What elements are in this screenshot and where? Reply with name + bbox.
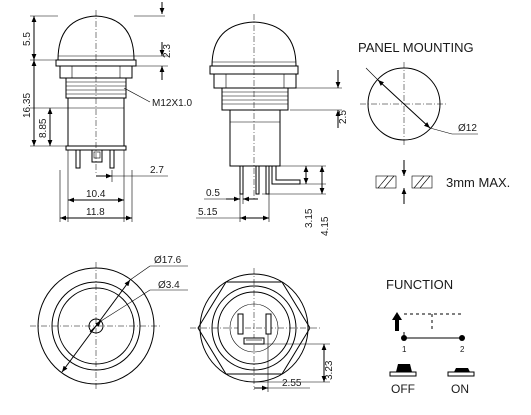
front-view: 2.5 0.5 5.15 3.15 4.15 xyxy=(196,14,349,236)
contact-2 xyxy=(459,335,465,341)
panel-hole-dia: Ø12 xyxy=(458,123,477,134)
front-pin-a xyxy=(239,165,244,195)
pin-label-1: 1 xyxy=(402,345,407,354)
bottom-view: 3.23 2.55 xyxy=(190,268,335,392)
side-pin-left xyxy=(75,149,81,169)
front-pin-b xyxy=(255,165,260,195)
actuator-arrow-icon xyxy=(392,312,402,331)
panel-title: PANEL MOUNTING xyxy=(358,40,474,55)
bottom-pin-right xyxy=(265,313,272,335)
pin-label-2: 2 xyxy=(460,345,465,354)
front-pin-c xyxy=(265,165,270,195)
bottom-pin-center xyxy=(243,337,265,345)
panel-thickness: 3mm MAX. xyxy=(446,175,510,190)
bottom-pin-left xyxy=(237,313,244,335)
top-view: Ø17.6 Ø3.4 xyxy=(30,255,188,390)
front-thread xyxy=(221,87,289,111)
off-label: OFF xyxy=(391,382,415,396)
side-view: 5.5 16.35 8.85 2.3 M12X1.0 2.7 10.4 11.8 xyxy=(22,2,192,222)
dim-side-5-5: 5.5 xyxy=(22,32,33,46)
dim-front-2-5: 2.5 xyxy=(338,110,349,124)
panel-section-left xyxy=(375,175,397,189)
dim-side-2-3: 2.3 xyxy=(162,44,173,58)
function-title: FUNCTION xyxy=(386,277,453,292)
dim-side-8-85: 8.85 xyxy=(38,118,49,138)
side-pin-right xyxy=(109,149,115,169)
contact-1 xyxy=(401,335,407,341)
dim-front-3-15: 3.15 xyxy=(304,208,315,228)
panel-mounting: PANEL MOUNTING Ø12 3mm MAX. xyxy=(358,40,510,204)
dim-front-0-5: 0.5 xyxy=(206,188,220,199)
dim-side-11-8: 11.8 xyxy=(86,207,105,218)
dim-top-3-4: Ø3.4 xyxy=(158,280,180,291)
dim-front-4-15: 4.15 xyxy=(320,216,331,236)
on-switch-icon xyxy=(447,371,475,377)
dim-front-5-15: 5.15 xyxy=(198,207,218,218)
dim-side-10-4: 10.4 xyxy=(86,189,106,200)
function-diagram: FUNCTION 1 2 OFF ON xyxy=(386,277,475,396)
dim-side-2-7: 2.7 xyxy=(150,165,164,176)
off-switch-icon xyxy=(389,371,417,377)
panel-section-right xyxy=(411,175,433,189)
thread-spec: M12X1.0 xyxy=(152,98,192,109)
dim-top-17-6: Ø17.6 xyxy=(154,255,182,266)
dim-bottom-3-23: 3.23 xyxy=(324,360,335,380)
dim-bottom-2-55: 2.55 xyxy=(282,378,302,389)
front-pin-bent xyxy=(271,165,301,185)
front-body xyxy=(229,109,281,167)
on-label: ON xyxy=(451,382,469,396)
dim-side-16-35: 16.35 xyxy=(22,93,33,118)
side-pin-mid xyxy=(91,149,103,163)
